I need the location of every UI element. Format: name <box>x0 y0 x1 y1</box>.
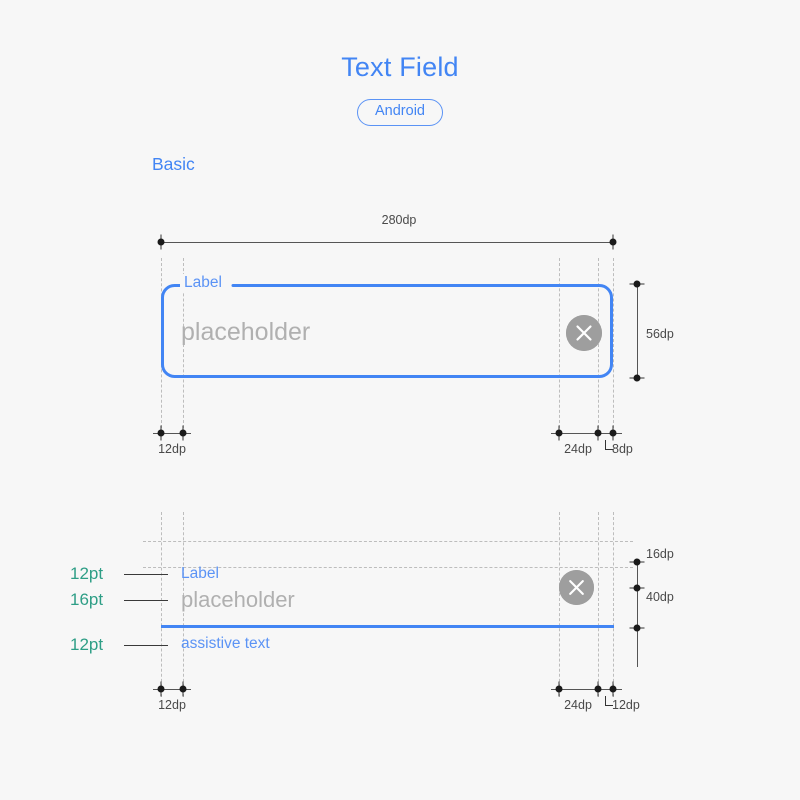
dimension-dot-12dp-2a <box>157 685 165 693</box>
section-heading: Basic <box>152 154 195 174</box>
dim-label-width-280dp: 280dp <box>381 213 417 227</box>
dim-label-left-padding-12dp: 12dp <box>158 442 186 456</box>
dimension-line-left-padding <box>153 433 191 434</box>
leader-line-placeholder-size <box>124 600 168 601</box>
dimension-dot-24dp-a <box>555 429 563 437</box>
outlined-field-label: Label <box>180 274 226 293</box>
dimension-dot-16dp-bottom <box>633 584 641 592</box>
clear-circle-icon-2[interactable] <box>559 570 594 605</box>
dimension-dot-8dp-b <box>609 429 617 437</box>
type-callout-label-size: 12pt <box>70 564 104 583</box>
leader-elbow-12dp <box>605 696 613 706</box>
page-title: Text Field <box>341 52 459 82</box>
clear-circle-icon[interactable] <box>566 315 602 351</box>
underline-field-rule <box>161 625 614 628</box>
leader-line-assistive-size <box>124 645 168 646</box>
dimension-line-width <box>161 242 613 243</box>
guide2-icon-left <box>559 512 560 697</box>
outlined-text-field[interactable] <box>161 284 613 378</box>
dim-label-icon-edge-8dp: 8dp <box>612 442 633 456</box>
guide2-left-edge <box>161 512 162 697</box>
dimension-dot-bottom <box>633 374 641 382</box>
dimension-dot-24dp-2b <box>594 685 602 693</box>
dimension-dot-12dp-edge <box>609 685 617 693</box>
dimension-dot-24dp-b <box>594 429 602 437</box>
type-callout-assistive-size: 12pt <box>70 635 104 654</box>
underline-field-placeholder: placeholder <box>181 587 295 612</box>
type-callout-placeholder-size: 16pt <box>70 590 104 609</box>
guide-right-edge <box>613 258 614 428</box>
dim-label-field-height-40dp: 40dp <box>646 590 674 604</box>
dimension-dot-12dp-a <box>157 429 165 437</box>
leader-elbow-8dp <box>605 440 613 450</box>
dim-label-icon-offset-24dp-2: 24dp <box>564 698 592 712</box>
guide2-left-padding <box>183 512 184 697</box>
guide2-icon-right <box>598 512 599 697</box>
outlined-field-border <box>161 284 613 378</box>
dimension-line-icon-offsets-2 <box>551 689 622 690</box>
underline-field-assistive-text: assistive text <box>181 635 270 652</box>
dimension-line-underline-heights <box>637 562 638 667</box>
dimension-dot-right <box>609 238 617 246</box>
guide-left-padding <box>183 258 184 428</box>
dim-label-label-gap-16dp: 16dp <box>646 547 674 561</box>
guide-icon-left <box>559 258 560 428</box>
dim-label-icon-edge-12dp: 12dp <box>612 698 640 712</box>
dimension-dot-12dp-b <box>179 429 187 437</box>
dimension-line-left-padding-2 <box>153 689 191 690</box>
dimension-dot-12dp-2b <box>179 685 187 693</box>
platform-chip: Android <box>357 99 443 126</box>
dimension-dot-top <box>633 280 641 288</box>
dimension-dot-24dp-2a <box>555 685 563 693</box>
dimension-dot-left <box>157 238 165 246</box>
dimension-dot-40dp-bottom <box>633 624 641 632</box>
guide2-label-rule <box>143 567 633 568</box>
dim-label-height-56dp: 56dp <box>646 327 674 341</box>
outlined-field-placeholder: placeholder <box>181 318 311 346</box>
dim-label-left-padding-12dp-2: 12dp <box>158 698 186 712</box>
guide2-right-edge <box>613 512 614 697</box>
guide2-top-rule <box>143 541 633 542</box>
dimension-dot-16dp-top <box>633 558 641 566</box>
leader-line-label-size <box>124 574 168 575</box>
underline-field-label: Label <box>181 565 219 582</box>
dimension-line-icon-offsets <box>551 433 622 434</box>
dim-label-icon-offset-24dp: 24dp <box>564 442 592 456</box>
dimension-line-height-56dp <box>637 284 638 378</box>
